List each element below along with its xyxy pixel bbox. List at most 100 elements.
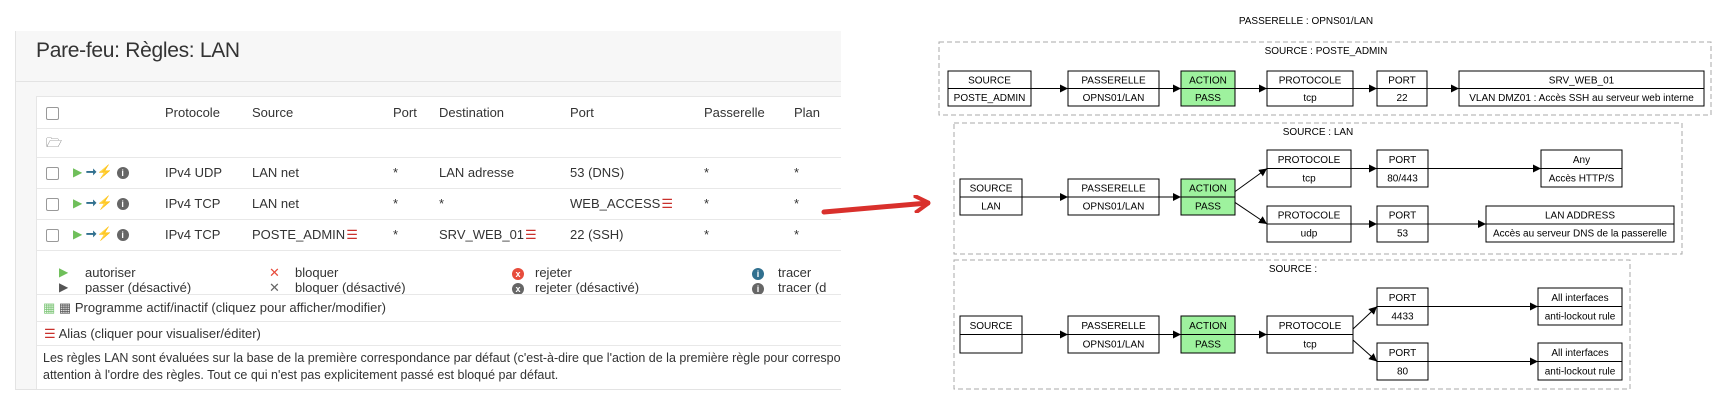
node-value: 22 [1396,93,1408,104]
column-header-gateway[interactable]: Passerelle [704,105,765,120]
node-header: All interfaces [1551,293,1608,304]
column-header-src-port[interactable]: Port [393,105,417,120]
table-row[interactable]: ▶ ➞⚡ i IPv4 TCP POSTE_ADMIN☰ * SRV_WEB_0… [37,219,841,251]
firewall-rules-panel: Pare-feu: Règles: LAN Protocole Source P… [15,31,841,390]
pass-icon: ▶ [59,265,69,279]
dst-port-cell: 53 (DNS) [570,165,624,180]
src-port-cell: * [393,165,399,180]
source-cell: POSTE_ADMIN☰ [252,227,358,243]
node-all-interfaces: All interfaces anti-lockout rule [1537,287,1623,326]
table-row[interactable]: ▶ ➞⚡ i IPv4 UDP LAN net * LAN adresse 53… [37,157,841,189]
src-port-cell: * [393,196,399,211]
select-all-checkbox[interactable] [46,107,59,120]
node-header: SRV_WEB_01 [1549,75,1615,86]
log-icon[interactable]: i [116,166,129,179]
row-checkbox[interactable] [46,229,59,242]
pass-icon[interactable]: ▶ [73,196,83,210]
calendar-inactive-icon: ▦ [58,300,72,315]
node-header: SOURCE [970,321,1013,332]
alias-list-icon[interactable]: ☰ [661,196,673,211]
node-value: anti-lockout rule [1545,311,1616,322]
node-header: All interfaces [1551,348,1608,359]
node-header: PASSERELLE [1081,184,1146,195]
node-value: 53 [1397,229,1409,240]
node-header: ACTION [1189,321,1227,332]
node-header: PORT [1389,155,1417,166]
column-header-protocol[interactable]: Protocole [165,105,220,120]
node-header: PROTOCOLE [1278,155,1341,166]
node-value: anti-lockout rule [1545,366,1616,377]
column-header-source[interactable]: Source [252,105,294,120]
folder-icon[interactable]: 🗁 [46,135,63,150]
destination-value: SRV_WEB_01 [439,227,525,242]
rules-table: Protocole Source Port Destination Port P… [36,96,841,389]
cluster: SOURCE : LANSOURCELANPASSERELLEOPNS01/LA… [953,122,1683,255]
schedule-note: ▦ ▦ Programme actif/inactif (cliquez pou… [43,300,386,316]
source-cell: LAN net [252,196,299,211]
destination-cell: * [439,196,444,211]
node-value: PASS [1195,202,1221,213]
gateway-cell: * [704,227,710,242]
flow-edge [1352,339,1378,362]
pass-disabled-icon: ▶ [59,280,69,294]
cluster-label: SOURCE : POSTE_ADMIN [1265,46,1388,57]
schedule-cell: * [794,227,800,242]
node-value: Accès au serveur DNS de la passerelle [1493,229,1667,240]
cluster-border [953,122,1683,255]
node-header: Any [1573,155,1590,166]
category-row: 🗁 [37,128,841,158]
legend-pass: autoriser [85,265,136,280]
node-header: PORT [1388,75,1416,86]
pass-icon[interactable]: ▶ [73,165,83,179]
pass-icon[interactable]: ▶ [73,227,83,241]
destination-cell: SRV_WEB_01☰ [439,227,537,243]
node-value: OPNS01/LAN [1083,339,1145,350]
node-header: PORT [1389,293,1417,304]
row-checkbox[interactable] [46,167,59,180]
flow-edge [1234,168,1268,193]
node-header: PORT [1389,348,1417,359]
destination-value: * [439,196,445,211]
calendar-active-icon: ▦ [43,300,56,315]
info-text: Les règles LAN sont évaluées sur la base… [43,350,841,384]
log-icon[interactable]: i [116,228,129,241]
node-value: LAN [981,202,1000,213]
node-source: SOURCE [959,315,1023,354]
divider [16,81,841,82]
dst-port-value: WEB_ACCESS [570,196,661,211]
quick-icon: ⚡ [96,226,113,241]
table-row[interactable]: ▶ ➞⚡ i IPv4 TCP LAN net * * WEB_ACCESS☰ … [37,188,841,220]
destination-cell: LAN adresse [439,165,514,180]
rule-status-icons: ▶ ➞⚡ i [73,164,129,180]
column-header-dst-port[interactable]: Port [570,105,594,120]
info-line: attention à l'ordre des règles. Tout ce … [43,368,559,382]
direction-in-icon: ➞ [85,226,97,241]
legend-block-disabled: bloquer (désactivé) [295,280,406,295]
node-value: udp [1301,229,1318,240]
annotation-arrow [821,203,928,215]
row-checkbox[interactable] [46,198,59,211]
column-header-schedule[interactable]: Plan [794,105,821,120]
rule-status-icons: ▶ ➞⚡ i [73,195,129,211]
log-icon: i [752,265,764,280]
node-header: PROTOCOLE [1279,321,1342,332]
alias-list-icon[interactable]: ☰ [525,227,537,242]
alias-list-icon[interactable]: ☰ [346,227,358,242]
column-header-destination[interactable]: Destination [439,105,505,120]
reject-icon: x [512,265,524,280]
schedule-cell: * [794,196,800,211]
node-header: SOURCE [970,184,1013,195]
legend: ▶ autoriser ▶ passer (désactivé) ✕ bloqu… [37,263,841,295]
block-disabled-icon: ✕ [269,280,280,295]
log-icon[interactable]: i [116,197,129,210]
node-value: tcp [1302,173,1316,184]
schedule-cell: * [794,165,800,180]
